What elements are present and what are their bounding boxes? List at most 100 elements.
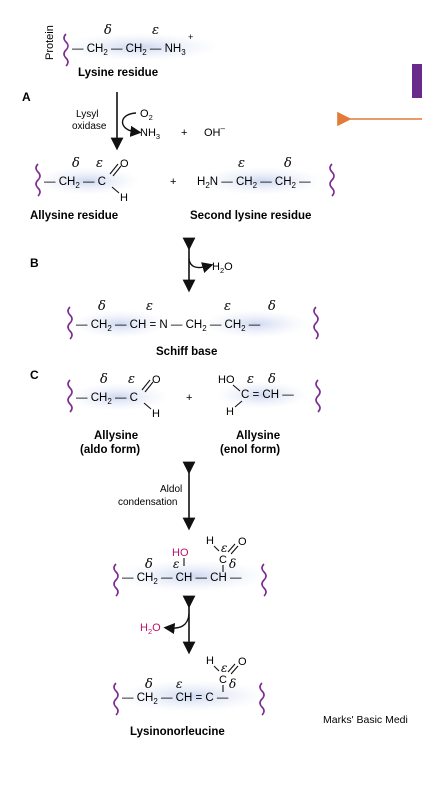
enol-caption-1: Allysine bbox=[236, 430, 280, 442]
enol-delta: δ bbox=[268, 372, 276, 387]
highlight-glow bbox=[60, 33, 220, 61]
lnl-glow bbox=[116, 680, 268, 712]
aldo-h: H bbox=[152, 408, 160, 420]
accent-block bbox=[412, 64, 422, 98]
schiff-delta-2: δ bbox=[268, 299, 276, 314]
schiff-epsilon-2: ε bbox=[224, 299, 231, 314]
aldol-chain: — CH2 — CH — CH — bbox=[122, 572, 242, 586]
aldo-chain: — CH2 — C bbox=[76, 392, 138, 406]
step-c-letter: C bbox=[30, 368, 39, 382]
squiggle-lnl-right bbox=[259, 682, 265, 716]
aldol-h-bond bbox=[213, 545, 220, 552]
enol-h: H bbox=[226, 406, 234, 418]
schiff-glow-left bbox=[72, 310, 168, 338]
aldol-co-bond-2 bbox=[230, 545, 239, 555]
lnl-delta-left: δ bbox=[145, 677, 153, 692]
second-lys-delta: δ bbox=[284, 156, 292, 171]
enol-chain: C = CH — bbox=[241, 389, 294, 401]
allysine-h: H bbox=[120, 192, 128, 204]
step-a-letter: A bbox=[22, 90, 31, 104]
nh3-label: NH3 bbox=[140, 127, 160, 141]
aldo-double-bond-2 bbox=[144, 381, 154, 393]
aldol-o: O bbox=[238, 536, 247, 548]
schiff-delta-1: δ bbox=[98, 299, 106, 314]
schiff-base-chain: — CH2 — CH = N — CH2 — CH2 — bbox=[76, 319, 261, 333]
allysine-delta: δ bbox=[72, 156, 80, 171]
aldo-caption-2: (aldo form) bbox=[80, 444, 140, 456]
lnl-co-bond-2 bbox=[230, 665, 239, 675]
aldol-ho: HO bbox=[172, 547, 189, 559]
aldol-delta-right: δ bbox=[229, 557, 236, 571]
lysine-residue-caption: Lysine residue bbox=[78, 67, 158, 79]
squiggle-lnl-left bbox=[113, 682, 119, 716]
second-lysine-caption: Second lysine residue bbox=[190, 210, 311, 222]
aldo-epsilon: ε bbox=[128, 372, 135, 387]
step-c-plus: + bbox=[186, 392, 192, 404]
dehydration-curve bbox=[163, 613, 190, 635]
enol-ho: HO bbox=[218, 374, 235, 386]
source-note: Marks' Basic Medi bbox=[323, 714, 408, 726]
aldol-glow bbox=[116, 560, 268, 592]
step-b-water: H2O bbox=[212, 261, 233, 275]
allysine-o: O bbox=[120, 158, 129, 170]
allysine-plus: + bbox=[170, 176, 176, 188]
squiggle-schiff-right bbox=[313, 306, 319, 340]
squiggle-enol bbox=[315, 379, 321, 413]
enol-ho-bond bbox=[232, 384, 241, 392]
second-lys-epsilon: ε bbox=[238, 156, 245, 171]
aldo-h-bond bbox=[143, 402, 152, 410]
protein-label: Protein bbox=[44, 25, 56, 60]
aldo-glow bbox=[68, 383, 168, 411]
lnl-delta-right: δ bbox=[229, 677, 236, 691]
second-lys-glow bbox=[200, 167, 324, 195]
allysine-double-bond bbox=[109, 163, 119, 175]
aldol-epsilon: ε bbox=[173, 557, 179, 571]
allysine-h-bond bbox=[111, 186, 120, 194]
lnl-co-bond bbox=[227, 663, 236, 673]
second-lys-chain: H2N — CH2 — CH2 — bbox=[197, 176, 311, 190]
lysinonorleucine-caption: Lysinonorleucine bbox=[130, 726, 225, 738]
enol-h-bond bbox=[234, 400, 243, 408]
aldol-label-1: Aldol bbox=[160, 484, 182, 495]
aldol-c: C bbox=[219, 554, 227, 566]
enol-glow bbox=[216, 381, 308, 409]
enzyme-line2: oxidase bbox=[72, 121, 107, 132]
enol-caption-2: (enol form) bbox=[220, 444, 280, 456]
allysine-epsilon: ε bbox=[96, 156, 103, 171]
lysine-chain: — CH2 — CH2 — NH3 bbox=[72, 43, 186, 57]
step-a-curve bbox=[121, 112, 142, 137]
lysine-epsilon: ε bbox=[152, 23, 159, 38]
o2-label: O2 bbox=[140, 108, 153, 122]
aldo-double-bond bbox=[141, 379, 151, 391]
lnl-h-bond bbox=[213, 665, 220, 672]
lysine-delta: δ bbox=[104, 23, 112, 38]
lnl-epsilon: ε bbox=[176, 677, 182, 691]
schiff-base-caption: Schiff base bbox=[156, 346, 217, 358]
aldol-delta-left: δ bbox=[145, 557, 153, 572]
squiggle-schiff-left bbox=[67, 306, 73, 340]
aldo-delta: δ bbox=[100, 372, 108, 387]
aldol-co-bond bbox=[227, 543, 236, 553]
aldol-epsilon-top: ε bbox=[221, 541, 227, 555]
step-b-curve bbox=[188, 258, 214, 273]
dehydration-water: H2O bbox=[140, 622, 161, 636]
step-b-letter: B bbox=[30, 256, 39, 270]
aldo-o: O bbox=[152, 374, 161, 386]
schiff-epsilon-1: ε bbox=[146, 299, 153, 314]
enzyme-line1: Lysyl bbox=[76, 109, 98, 120]
enol-epsilon: ε bbox=[247, 372, 254, 387]
aldol-h-top: H bbox=[206, 535, 214, 547]
step-a-plus: + bbox=[181, 127, 187, 139]
lnl-h-top: H bbox=[206, 655, 214, 667]
aldo-caption-1: Allysine bbox=[94, 430, 138, 442]
allysine-chain: — CH2 — C bbox=[44, 176, 106, 190]
lnl-c: C bbox=[219, 674, 227, 686]
lnl-o: O bbox=[238, 656, 247, 668]
allysine-residue-caption: Allysine residue bbox=[30, 210, 118, 222]
lysine-plus-charge: + bbox=[188, 32, 193, 42]
lnl-epsilon-top: ε bbox=[221, 661, 227, 675]
aldol-label-2: condensation bbox=[118, 497, 178, 508]
lnl-chain: — CH2 — CH = C — bbox=[122, 692, 229, 706]
oh-label: OH– bbox=[204, 124, 226, 139]
